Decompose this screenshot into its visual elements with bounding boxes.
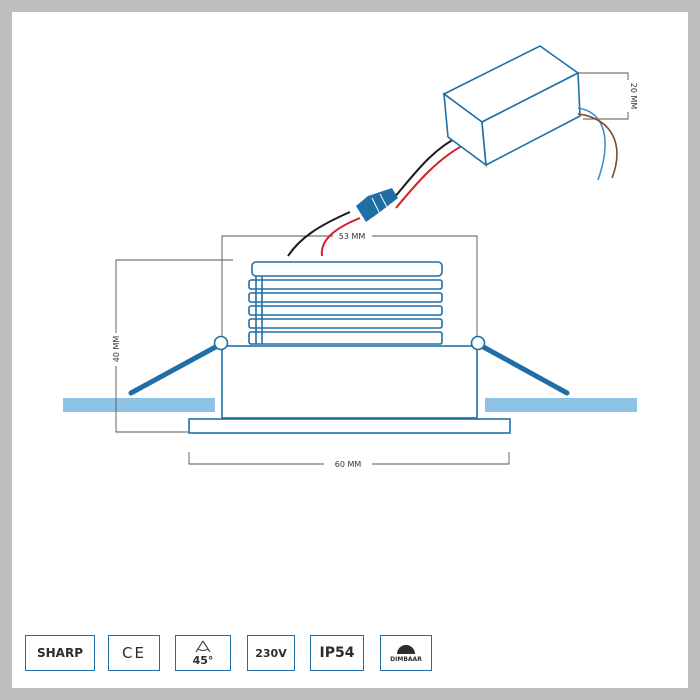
dimension-height: 40 MM <box>112 336 121 363</box>
dimmable-badge: DIMBAAR <box>380 635 432 671</box>
led-driver-box <box>442 45 581 167</box>
beam-angle-icon <box>195 640 211 652</box>
heat-sink-spine <box>255 276 263 344</box>
ceiling-panel-right <box>485 398 637 412</box>
connector-ridge <box>371 197 381 215</box>
mains-wires <box>577 107 618 181</box>
ce-badge: CE <box>108 635 160 671</box>
cable-connector <box>356 188 398 222</box>
voltage-badge: 230V <box>247 635 295 671</box>
beam-angle-label: 45° <box>192 653 214 667</box>
dimmable-label: DIMBAAR <box>390 656 422 663</box>
brand-badge: SHARP <box>25 635 95 671</box>
heat-sink <box>248 261 443 345</box>
dimension-top-width: 53 MM <box>339 232 366 241</box>
ip-rating-badge: IP54 <box>310 635 364 671</box>
ceiling-panel-left <box>63 398 215 412</box>
spring-clip-left <box>128 341 224 396</box>
dimension-driver-height: 20 MM <box>629 83 638 110</box>
beam-angle-badge: 45° <box>175 635 231 671</box>
spring-clip-right <box>475 341 570 396</box>
dimension-bottom-width: 60 MM <box>335 460 362 469</box>
lamp-housing <box>221 345 478 419</box>
connector-ridge <box>379 193 389 210</box>
lamp-flange <box>188 418 511 434</box>
dimmer-icon <box>397 645 415 654</box>
dimension-lines <box>115 72 629 465</box>
clip-pivot-left <box>213 335 229 351</box>
clip-pivot-right <box>470 335 486 351</box>
